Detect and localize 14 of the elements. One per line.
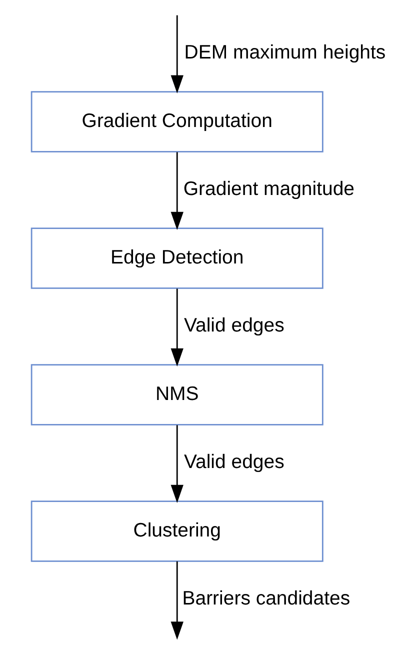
node-box: Edge Detection xyxy=(30,228,324,289)
node-box: NMS xyxy=(30,364,324,426)
edge-label: Gradient magnitude xyxy=(183,178,355,200)
edge-label: Barriers candidates xyxy=(182,588,350,610)
edge-label: Valid edges xyxy=(184,451,284,474)
arrow xyxy=(170,425,184,503)
arrow xyxy=(170,288,184,367)
arrow xyxy=(170,561,184,640)
node-box: Gradient Computation xyxy=(30,91,324,152)
edge-label: Valid edges xyxy=(184,314,284,337)
arrow xyxy=(170,15,184,94)
node-box: Clustering xyxy=(30,500,324,562)
arrow xyxy=(170,152,184,230)
edge-label: DEM maximum heights xyxy=(184,42,386,64)
